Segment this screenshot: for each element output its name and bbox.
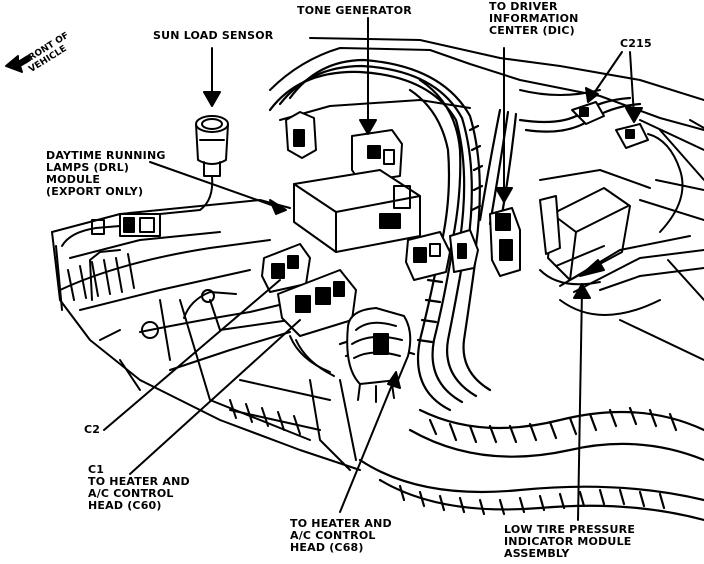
heater-connectors-left [261, 243, 357, 377]
central-connectors [405, 207, 521, 281]
sun-load-sensor-label: SUN LOAD SENSOR [153, 29, 274, 42]
dash-upper-outline [269, 37, 704, 181]
sun-sensor-connector [61, 213, 161, 247]
heater-connector-c68 [346, 307, 412, 403]
wiring-harness [268, 58, 704, 522]
c1-heater-label: C1 TO HEATER AND A/C CONTROL HEAD (C60) [88, 463, 190, 512]
leader-lines [103, 17, 643, 521]
front-arrow-icon [5, 55, 31, 73]
c2-label: C2 [84, 423, 101, 436]
heater-c68-label: TO HEATER AND A/C CONTROL HEAD (C68) [290, 517, 392, 554]
drl-module [293, 169, 421, 253]
c215-label: C215 [620, 37, 652, 50]
sun-load-sensor [159, 115, 229, 215]
c215-connectors [571, 101, 684, 233]
dash-clip [285, 111, 317, 159]
to-dic-label: TO DRIVER INFORMATION CENTER (DIC) [489, 0, 579, 37]
dash-right-contour [519, 89, 704, 361]
low-tire-label: LOW TIRE PRESSURE INDICATOR MODULE ASSEM… [504, 523, 636, 560]
low-tire-module [539, 187, 704, 316]
tone-generator-label: TONE GENERATOR [297, 4, 412, 17]
drl-module-label: DAYTIME RUNNING LAMPS (DRL) MODULE (EXPO… [46, 149, 166, 198]
